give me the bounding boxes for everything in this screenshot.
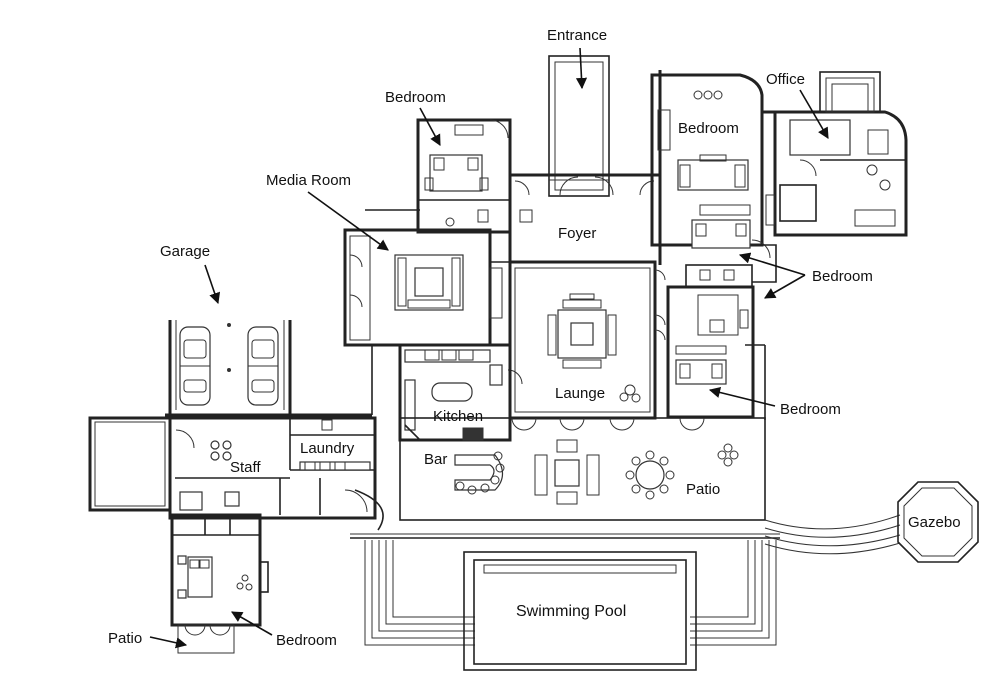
garage-label: Garage bbox=[160, 243, 210, 260]
garage-arrow bbox=[204, 264, 221, 305]
main-patio bbox=[399, 417, 766, 521]
bedroom-top-label: Bedroom bbox=[385, 89, 446, 106]
media-room-arrow bbox=[307, 191, 389, 251]
carport bbox=[88, 416, 172, 512]
office-label: Office bbox=[766, 71, 805, 88]
office bbox=[762, 71, 908, 237]
bedroom-right-mid-arrow-b bbox=[764, 274, 806, 299]
room-labels: Entrance Office Bedroom Bedroom Media Ro… bbox=[108, 27, 961, 649]
garage bbox=[165, 320, 372, 417]
gazebo bbox=[897, 481, 979, 563]
patio-small-label: Patio bbox=[108, 630, 142, 647]
entrance-arrow bbox=[575, 47, 588, 90]
swimming-pool-label: Swimming Pool bbox=[516, 603, 626, 620]
bedroom-right-mid-arrow-a bbox=[738, 252, 806, 276]
staff-wing bbox=[168, 416, 384, 531]
entrance-label: Entrance bbox=[547, 27, 607, 44]
media-room-label: Media Room bbox=[266, 172, 351, 189]
bedroom-top-arrow bbox=[419, 107, 441, 146]
right-wing bbox=[650, 73, 777, 420]
entrance-walkway bbox=[548, 55, 610, 197]
annotation-arrows bbox=[149, 47, 829, 649]
bedroom-upper-right-label: Bedroom bbox=[678, 120, 739, 137]
laundry-label: Laundry bbox=[300, 440, 355, 457]
kitchen-label: Kitchen bbox=[433, 408, 483, 425]
gazebo-walkway bbox=[764, 514, 901, 555]
bedroom-bottom-left-arrow bbox=[231, 611, 273, 636]
foyer-label: Foyer bbox=[558, 225, 596, 242]
bedroom-bottom-left-label: Bedroom bbox=[276, 632, 337, 649]
gazebo-label: Gazebo bbox=[908, 514, 961, 531]
bottom-left-bedroom bbox=[170, 513, 269, 654]
staff-label: Staff bbox=[230, 459, 261, 476]
lounge bbox=[489, 260, 657, 420]
bedroom-right-low-arrow bbox=[708, 386, 776, 407]
top-bedroom bbox=[416, 118, 512, 234]
patio-main-label: Patio bbox=[686, 481, 720, 498]
pool-deck bbox=[350, 533, 780, 671]
bedroom-right-mid-label: Bedroom bbox=[812, 268, 873, 285]
office-arrow bbox=[799, 89, 829, 139]
bedroom-right-low-label: Bedroom bbox=[780, 401, 841, 418]
car-left bbox=[179, 326, 211, 406]
kitchen bbox=[398, 343, 512, 442]
media-room bbox=[343, 209, 492, 415]
lounge-label: Launge bbox=[555, 385, 605, 402]
bar-label: Bar bbox=[424, 451, 447, 468]
car-right bbox=[247, 326, 279, 406]
patio-small-arrow bbox=[149, 636, 188, 649]
